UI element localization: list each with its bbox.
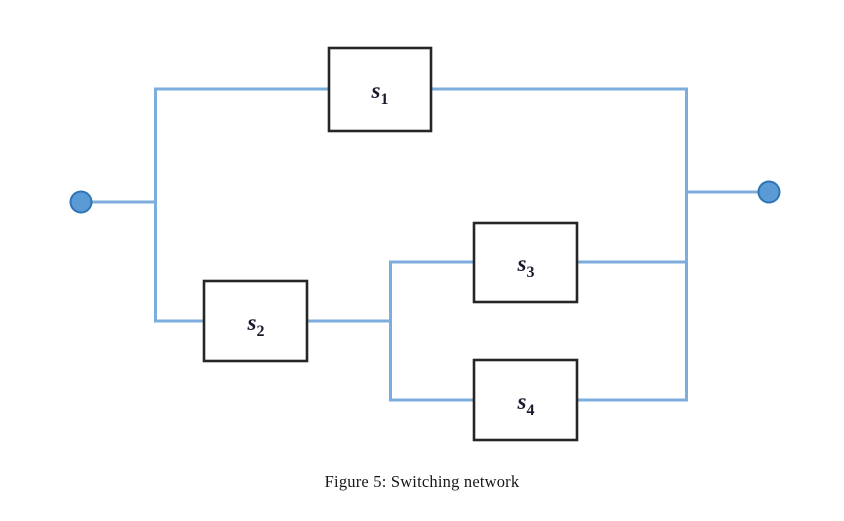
- right-terminal-node[interactable]: [757, 180, 781, 204]
- switch-s2-subscript: 2: [256, 323, 264, 340]
- switch-s1-subscript: 1: [380, 91, 388, 108]
- switch-box-s4[interactable]: s4: [472, 358, 579, 442]
- switch-box-s1-rect: [327, 46, 433, 133]
- switch-s3-subscript: 3: [526, 264, 534, 281]
- switch-box-s3-rect: [472, 221, 579, 304]
- switch-s3-symbol: s: [517, 251, 527, 276]
- switch-box-s2[interactable]: s2: [202, 279, 309, 363]
- figure-caption: Figure 5: Switching network: [324, 472, 520, 491]
- switch-s4-subscript: 4: [526, 402, 534, 419]
- switch-box-s4-label: s4: [517, 389, 535, 419]
- switch-s2-symbol: s: [247, 310, 257, 335]
- terminal-node-group: [69, 180, 781, 214]
- switch-s4-symbol: s: [517, 389, 527, 414]
- left-terminal-node[interactable]: [69, 190, 93, 214]
- switch-box-group: s1 s2 s3 s4: [202, 46, 579, 442]
- switch-box-s4-rect: [472, 358, 579, 442]
- switch-box-s3[interactable]: s3: [472, 221, 579, 304]
- switch-box-s2-rect: [202, 279, 309, 363]
- switch-box-s2-label: s2: [247, 310, 265, 340]
- switch-box-s1[interactable]: s1: [327, 46, 433, 133]
- switch-box-s3-label: s3: [517, 251, 535, 281]
- switch-box-s1-label: s1: [371, 78, 389, 108]
- switch-s1-symbol: s: [371, 78, 381, 103]
- wire-group: [81, 87, 769, 402]
